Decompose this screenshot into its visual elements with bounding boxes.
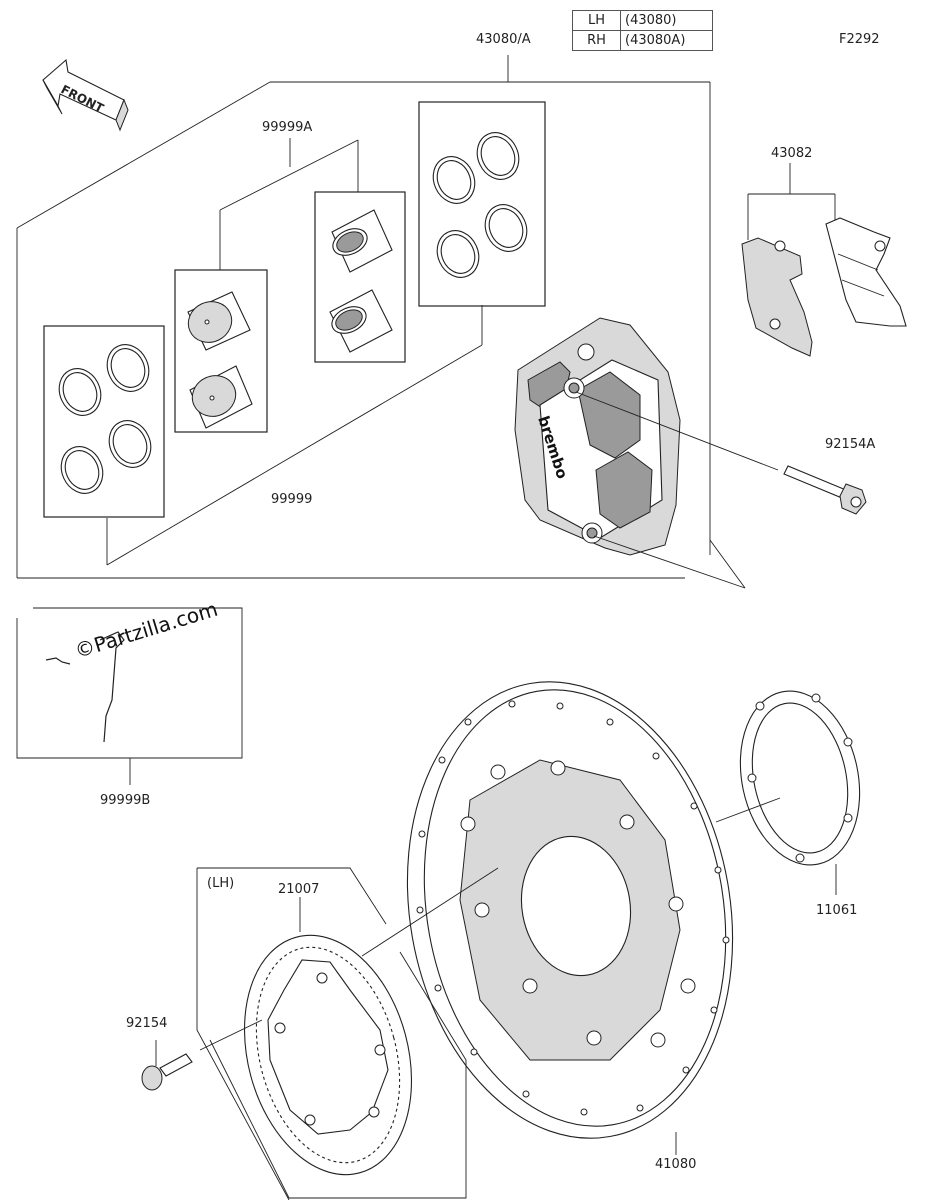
code-cell: (43080A): [620, 30, 713, 51]
callout-caliper-assy: 43080/A: [476, 32, 531, 47]
sensor-kit-box: [16, 607, 243, 785]
callout-disc: 41080: [655, 1157, 697, 1172]
caliper-bolt-leaders: [575, 391, 779, 589]
side-cell: RH: [572, 30, 621, 51]
seal-kit-bracket: [106, 305, 483, 566]
callout-shim: 11061: [816, 903, 858, 918]
seal-kit-box-right: [418, 101, 546, 307]
piston-box-b: [314, 191, 406, 363]
brake-pad-right: [825, 217, 907, 327]
table-row: LH (43080): [572, 10, 713, 31]
code-cell: (43080): [620, 10, 713, 31]
front-arrow-icon: FRONT: [42, 58, 129, 132]
callout-rotor-bolt: 92154: [126, 1016, 168, 1031]
callout-caliper-bolt: 92154A: [825, 437, 876, 452]
piston-box-a: [174, 269, 268, 433]
caliper-assembly-bracket: [16, 55, 711, 579]
pad-set-bracket: [747, 163, 836, 240]
side-cell: LH: [572, 10, 621, 31]
callout-sensor-rotor: 21007: [278, 882, 320, 897]
caliper-bolt: [783, 465, 867, 515]
brake-pad-left: [741, 237, 813, 357]
brake-disc: [406, 681, 734, 1155]
callout-lh-note: (LH): [207, 876, 235, 891]
sensor-rotor-bracket: [196, 867, 499, 1200]
disc-shim: [715, 690, 861, 895]
abs-sensor-rotor: [243, 934, 413, 1176]
callout-piston-set-a: 99999A: [262, 120, 313, 135]
seal-kit-box-left: [43, 325, 165, 518]
rotor-bolt: [141, 1019, 263, 1091]
lh-rh-reference-table: LH (43080) RH (43080A): [572, 10, 713, 51]
callout-seal-kit: 99999: [271, 492, 313, 507]
figure-code: F2292: [839, 32, 880, 47]
callout-sensor-kit: 99999B: [100, 793, 151, 808]
callout-pad-set: 43082: [771, 146, 813, 161]
table-row: RH (43080A): [572, 30, 713, 51]
piston-set-bracket: [219, 138, 359, 270]
brake-caliper: brembo: [514, 317, 681, 556]
